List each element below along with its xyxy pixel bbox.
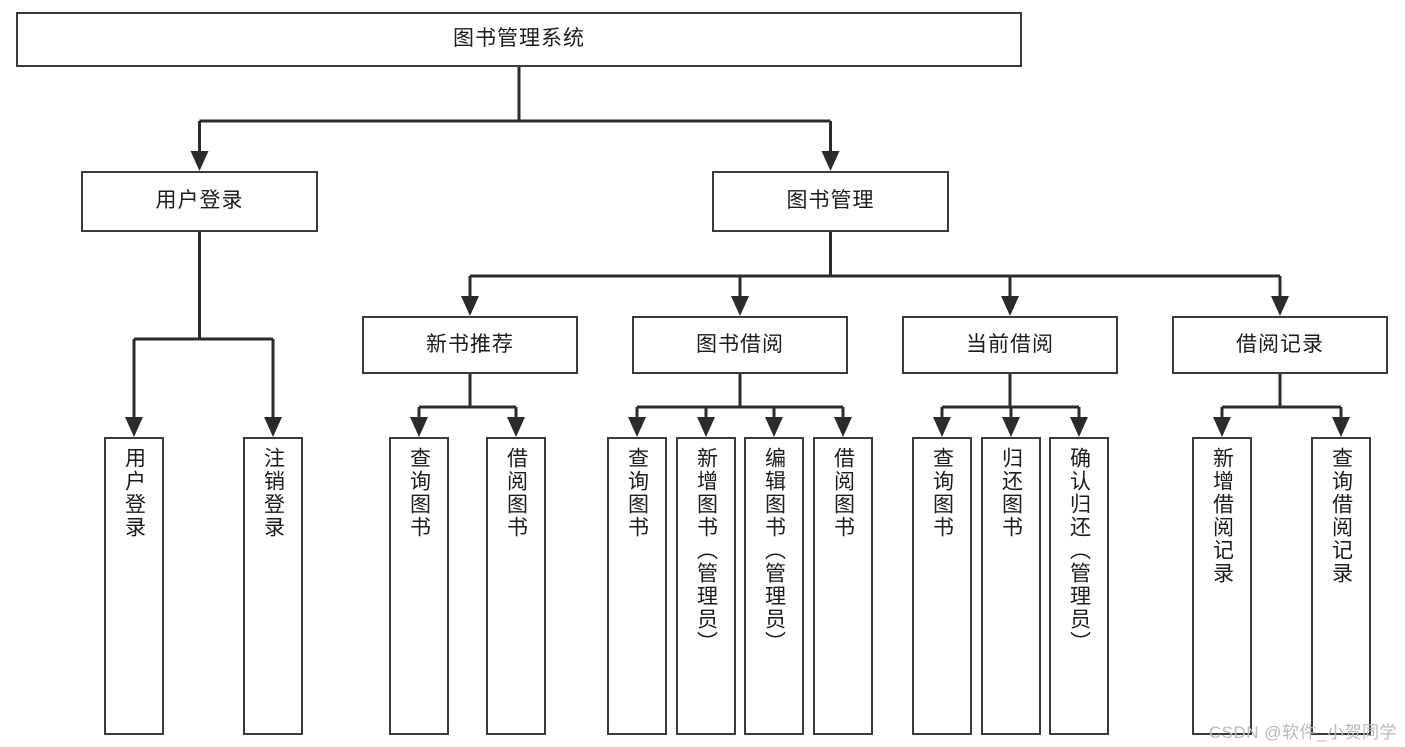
arrowhead bbox=[628, 417, 646, 437]
node-leaf-cb-1[interactable]: 查询图书 bbox=[912, 437, 972, 735]
connector-group-records bbox=[1213, 374, 1350, 437]
node-login[interactable]: 用户登录 bbox=[81, 171, 318, 232]
node-label: 注销登录 bbox=[261, 447, 285, 539]
arrowhead bbox=[731, 296, 749, 316]
node-label: 确认归还（管理员） bbox=[1067, 447, 1091, 654]
node-borrow[interactable]: 图书借阅 bbox=[632, 316, 848, 374]
node-label: 图书管理系统 bbox=[453, 27, 585, 51]
node-label: 查询图书 bbox=[407, 447, 431, 539]
node-label: 查询借阅记录 bbox=[1329, 447, 1353, 585]
node-label: 用户登录 bbox=[155, 189, 244, 213]
node-bookmgmt[interactable]: 图书管理 bbox=[712, 171, 949, 232]
arrowhead bbox=[933, 417, 951, 437]
arrowhead bbox=[765, 417, 783, 437]
node-root[interactable]: 图书管理系统 bbox=[16, 12, 1022, 67]
connector-group-bookmgmt bbox=[461, 232, 1289, 316]
node-label: 归还图书 bbox=[999, 447, 1023, 539]
node-leaf-bw-1[interactable]: 查询图书 bbox=[607, 437, 667, 735]
connector-group-current bbox=[933, 374, 1088, 437]
node-label: 编辑图书（管理员） bbox=[762, 447, 786, 654]
connector-group-borrow bbox=[628, 374, 852, 437]
arrowhead bbox=[507, 417, 525, 437]
node-leaf-bw-2[interactable]: 新增图书（管理员） bbox=[676, 437, 736, 735]
node-label: 查询图书 bbox=[625, 447, 649, 539]
node-leaf-login[interactable]: 用户登录 bbox=[104, 437, 164, 735]
arrowhead bbox=[1001, 296, 1019, 316]
arrowhead bbox=[461, 296, 479, 316]
node-records[interactable]: 借阅记录 bbox=[1172, 316, 1388, 374]
connector-group-newbook bbox=[410, 374, 525, 437]
node-label: 新增借阅记录 bbox=[1210, 447, 1234, 585]
arrowhead bbox=[1271, 296, 1289, 316]
node-label: 当前借阅 bbox=[966, 332, 1054, 356]
node-label: 查询图书 bbox=[930, 447, 954, 539]
arrowhead bbox=[821, 151, 840, 171]
node-label: 图书借阅 bbox=[696, 332, 784, 356]
arrowhead bbox=[264, 417, 282, 437]
node-label: 借阅图书 bbox=[831, 447, 855, 539]
arrowhead bbox=[697, 417, 715, 437]
arrowhead bbox=[1213, 417, 1231, 437]
node-leaf-nb-1[interactable]: 查询图书 bbox=[389, 437, 449, 735]
arrowhead bbox=[1070, 417, 1088, 437]
watermark: CSDN @软件_小贺同学 bbox=[1208, 723, 1397, 742]
arrowhead bbox=[190, 151, 209, 171]
arrowhead bbox=[410, 417, 428, 437]
arrowhead bbox=[125, 417, 143, 437]
node-label: 用户登录 bbox=[122, 447, 146, 539]
node-leaf-cb-2[interactable]: 归还图书 bbox=[981, 437, 1041, 735]
arrowhead bbox=[1332, 417, 1350, 437]
node-label: 新书推荐 bbox=[426, 332, 514, 356]
node-label: 新增图书（管理员） bbox=[694, 447, 718, 654]
arrowhead bbox=[1002, 417, 1020, 437]
node-label: 借阅记录 bbox=[1236, 332, 1324, 356]
node-label: 图书管理 bbox=[786, 189, 875, 213]
node-leaf-rc-2[interactable]: 查询借阅记录 bbox=[1311, 437, 1371, 735]
node-leaf-bw-4[interactable]: 借阅图书 bbox=[813, 437, 873, 735]
node-leaf-logout[interactable]: 注销登录 bbox=[243, 437, 303, 735]
node-current[interactable]: 当前借阅 bbox=[902, 316, 1118, 374]
connector-group-root bbox=[190, 67, 840, 171]
node-leaf-nb-2[interactable]: 借阅图书 bbox=[486, 437, 546, 735]
node-label: 借阅图书 bbox=[504, 447, 528, 539]
node-leaf-rc-1[interactable]: 新增借阅记录 bbox=[1192, 437, 1252, 735]
node-leaf-bw-3[interactable]: 编辑图书（管理员） bbox=[744, 437, 804, 735]
node-newbook[interactable]: 新书推荐 bbox=[362, 316, 578, 374]
connector-group-login bbox=[125, 232, 282, 437]
arrowhead bbox=[834, 417, 852, 437]
node-leaf-cb-3[interactable]: 确认归还（管理员） bbox=[1049, 437, 1109, 735]
